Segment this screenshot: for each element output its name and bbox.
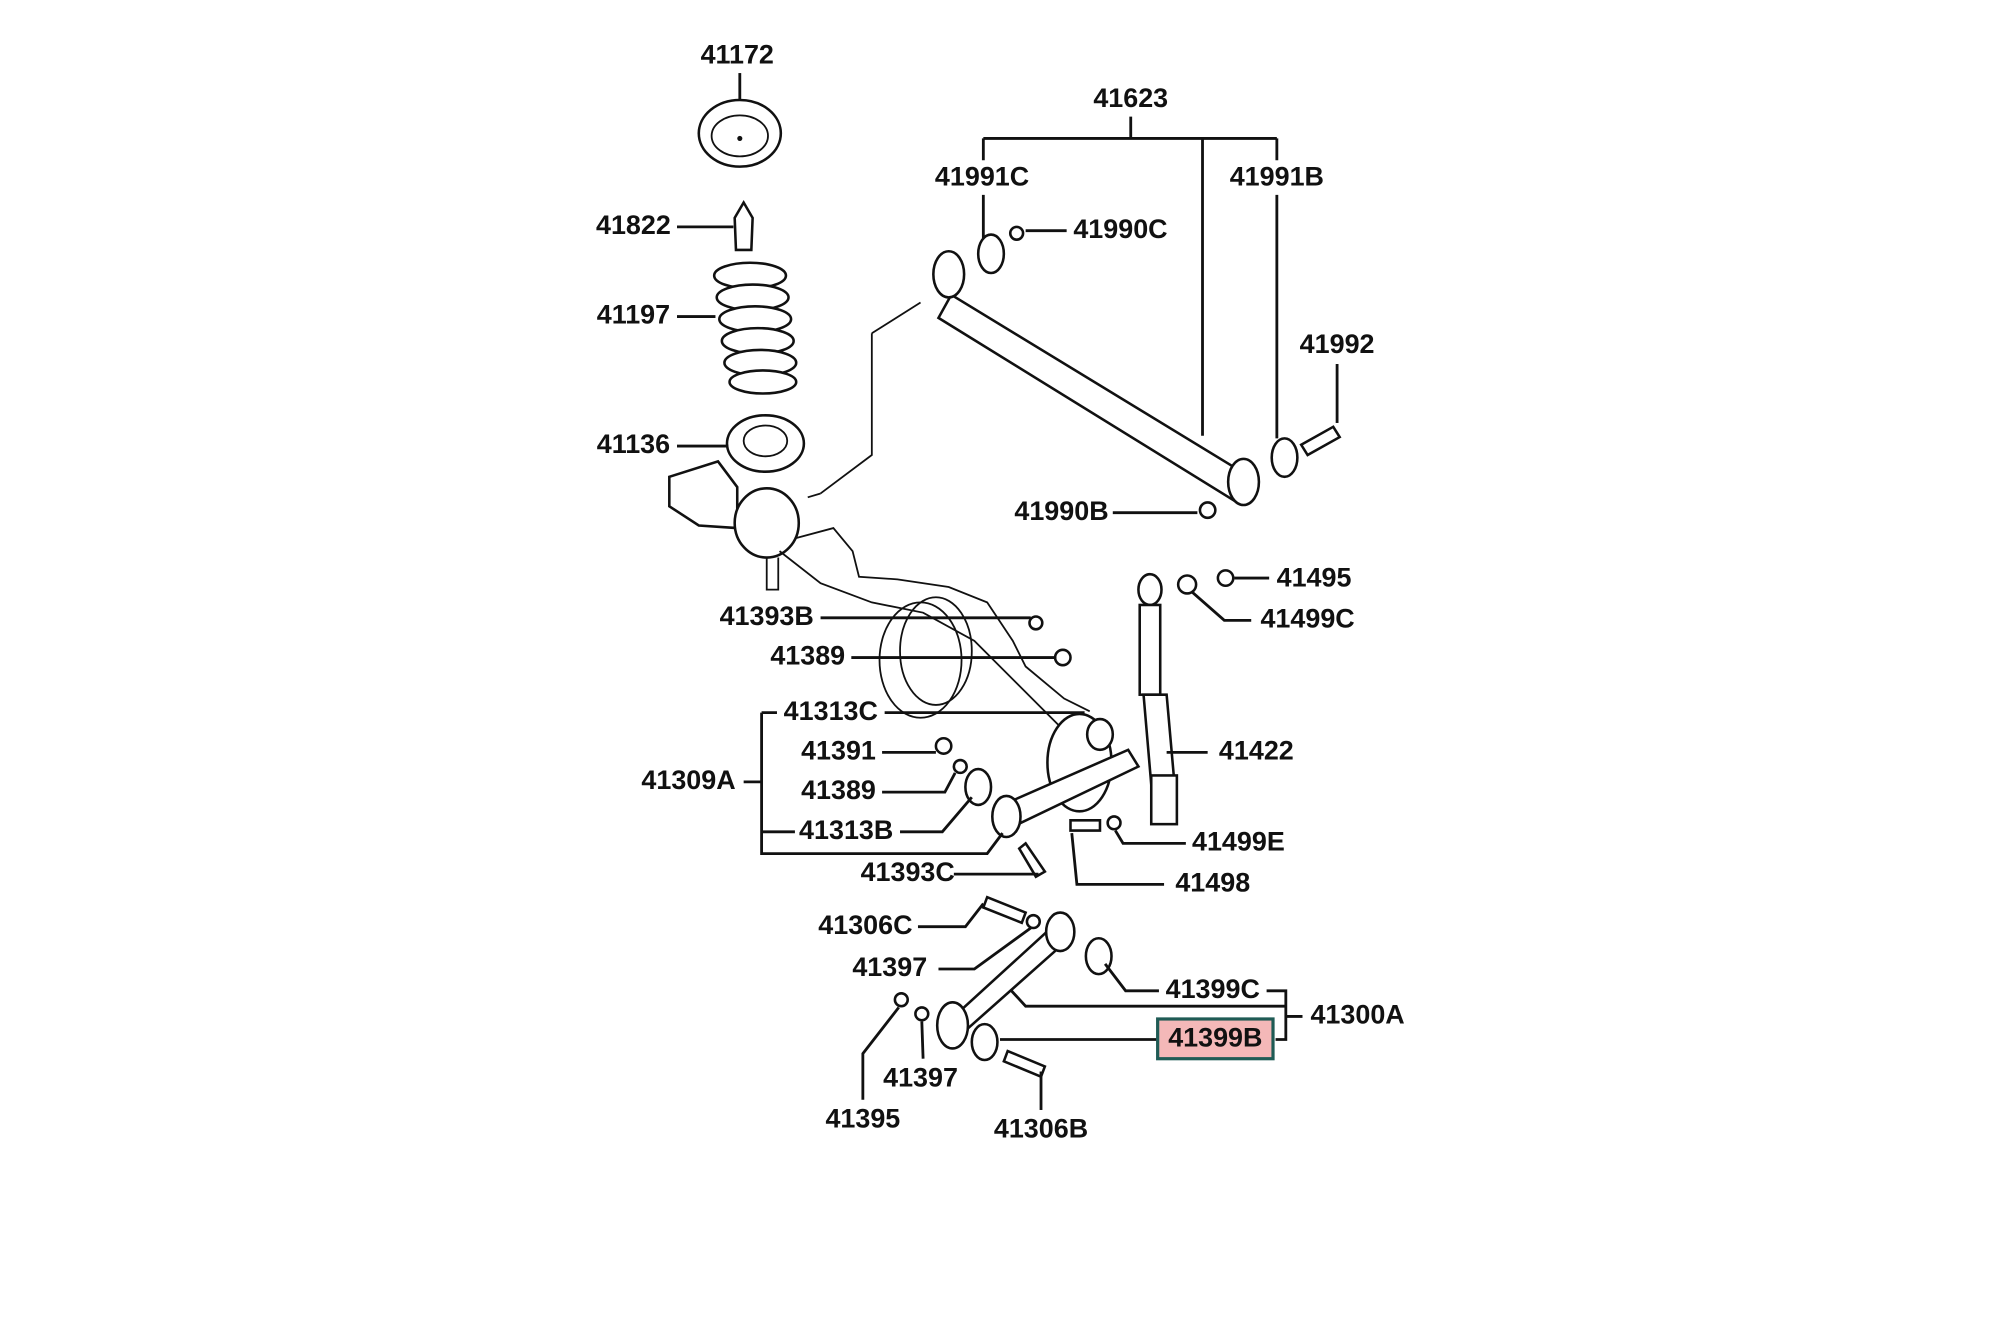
coil-spring-icon (712, 261, 798, 395)
part-label-41399b-highlighted[interactable]: 41399B (1168, 1023, 1262, 1053)
upper-arm-icon (934, 615, 1141, 879)
part-label-41498[interactable]: 41498 (1175, 868, 1250, 898)
part-label-41495[interactable]: 41495 (1277, 562, 1352, 592)
part-label-41306c[interactable]: 41306C (818, 910, 912, 940)
part-label-41389[interactable]: 41389 (770, 641, 845, 671)
part-label-41136[interactable]: 41136 (597, 429, 670, 459)
leader-lines (677, 73, 1339, 1110)
part-label-41990c[interactable]: 41990C (1073, 214, 1167, 244)
part-label-41313c[interactable]: 41313C (784, 696, 878, 726)
part-label-41391[interactable]: 41391 (801, 735, 876, 765)
spring-seat-icon (697, 98, 783, 168)
part-label-41197[interactable]: 41197 (597, 300, 670, 330)
part-label-41313b[interactable]: 41313B (799, 815, 893, 845)
part-label-41306b[interactable]: 41306B (994, 1114, 1088, 1144)
part-label-41990b[interactable]: 41990B (1014, 496, 1108, 526)
part-label-41499c[interactable]: 41499C (1260, 603, 1354, 633)
part-label-41300a[interactable]: 41300A (1310, 1000, 1404, 1030)
lateral-rod-icon (932, 225, 1342, 520)
part-label-41397[interactable]: 41397 (852, 952, 927, 982)
part-label-41399c[interactable]: 41399C (1166, 974, 1260, 1004)
part-label-41397-b[interactable]: 41397 (883, 1062, 958, 1092)
lower-arm-icon (893, 895, 1113, 1079)
part-label-41499e[interactable]: 41499E (1192, 826, 1285, 856)
part-label-41991b[interactable]: 41991B (1230, 161, 1324, 191)
lower-spring-seat-icon (725, 413, 806, 473)
part-label-41422[interactable]: 41422 (1219, 735, 1294, 765)
bump-stopper-icon (733, 199, 754, 252)
part-labels: 41172 41623 41991C 41991B 41822 41990C 4… (596, 40, 1405, 1144)
part-label-41395[interactable]: 41395 (825, 1103, 900, 1133)
part-label-41389-b[interactable]: 41389 (801, 775, 876, 805)
part-label-41623[interactable]: 41623 (1093, 83, 1168, 113)
shock-absorber-icon (1137, 569, 1235, 826)
part-label-41822[interactable]: 41822 (596, 210, 671, 240)
part-label-41309a[interactable]: 41309A (641, 765, 735, 795)
part-label-41991c[interactable]: 41991C (935, 161, 1029, 191)
part-label-41992[interactable]: 41992 (1300, 329, 1375, 359)
highlighted-part-box[interactable] (1156, 1017, 1275, 1061)
part-label-41172[interactable]: 41172 (701, 40, 774, 70)
part-label-41393c[interactable]: 41393C (861, 857, 955, 887)
part-label-41393b[interactable]: 41393B (720, 601, 814, 631)
part-drawings (668, 98, 1342, 1079)
